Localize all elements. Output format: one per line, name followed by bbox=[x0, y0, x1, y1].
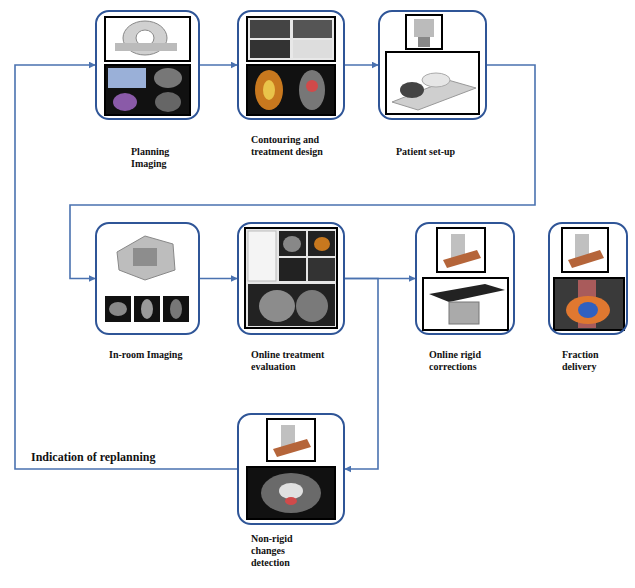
in-room-imaging-art bbox=[103, 228, 192, 328]
process-step-box: Patient set-up bbox=[378, 10, 487, 120]
non-rigid-art bbox=[247, 419, 335, 519]
process-step-box: Online rigid corrections bbox=[415, 222, 515, 335]
process-step-box: Contouring and treatment design bbox=[237, 10, 345, 120]
patient-setup-art bbox=[386, 15, 479, 114]
flow-connector bbox=[70, 65, 535, 279]
planning-imaging-art bbox=[105, 17, 190, 115]
rigid-corrections-art bbox=[423, 228, 508, 330]
flow-connector bbox=[200, 64, 237, 66]
process-step-box: Non-rigid changes detection bbox=[237, 413, 345, 525]
flow-connector bbox=[345, 279, 378, 470]
step-caption: Non-rigid changes detection bbox=[251, 533, 313, 569]
process-step-box: Fraction delivery bbox=[548, 222, 628, 335]
edge-label: Indication of replanning bbox=[29, 450, 157, 464]
flow-connector bbox=[345, 64, 378, 66]
step-caption: In-room Imaging bbox=[109, 349, 197, 361]
step-caption: Planning Imaging bbox=[131, 146, 193, 170]
evaluation-art bbox=[245, 228, 337, 328]
contouring-art bbox=[247, 17, 335, 115]
step-caption: Patient set-up bbox=[396, 146, 484, 158]
process-step-box: Online treatment evaluation bbox=[237, 222, 345, 335]
flow-connector bbox=[15, 65, 237, 469]
step-caption: Fraction delivery bbox=[562, 349, 622, 373]
fraction-delivery-art bbox=[554, 228, 624, 330]
step-caption: Contouring and treatment design bbox=[251, 134, 343, 158]
process-step-box: Planning Imaging bbox=[95, 10, 200, 120]
process-step-box: In-room Imaging bbox=[95, 222, 200, 335]
step-caption: Online rigid corrections bbox=[429, 349, 509, 373]
step-caption: Online treatment evaluation bbox=[251, 349, 341, 373]
flow-connector bbox=[200, 278, 237, 280]
